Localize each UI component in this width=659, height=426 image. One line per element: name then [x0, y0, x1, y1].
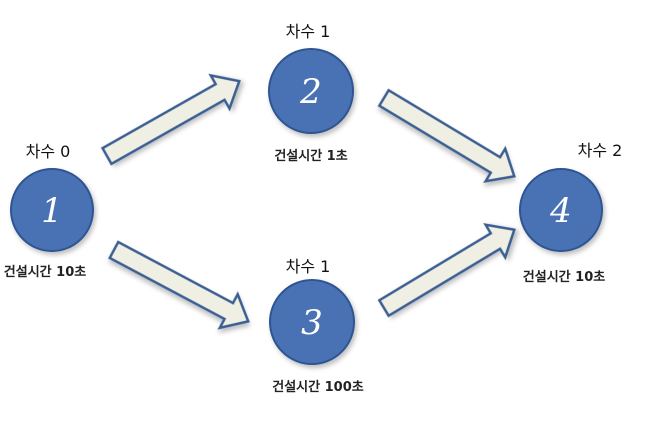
node-2-time-label: 건설시간 1초	[274, 148, 347, 164]
node-4-circle	[519, 168, 603, 252]
arrow-3-to-4	[377, 223, 516, 318]
node-2-circle	[268, 48, 354, 134]
node-3-time-label: 건설시간 100초	[272, 379, 364, 395]
node-4-degree-label: 차수 2	[578, 141, 623, 160]
node-1-number: 1	[41, 191, 63, 231]
arrow-1-to-3	[108, 240, 250, 330]
node-4-number: 4	[549, 191, 572, 231]
node-2-degree-label: 차수 1	[286, 22, 331, 41]
node-4: 차수 2 4 건설시간 10초	[519, 141, 623, 285]
node-1-time-label: 건설시간 10초	[4, 264, 86, 280]
node-3-number: 3	[301, 303, 323, 343]
node-1-circle	[10, 168, 94, 252]
node-1: 차수 0 1 건설시간 10초	[4, 142, 94, 280]
node-1-degree-label: 차수 0	[26, 142, 71, 161]
node-3-circle	[269, 279, 355, 365]
arrow-2-to-4	[377, 88, 516, 183]
node-2: 차수 1 2 건설시간 1초	[268, 22, 354, 164]
node-4-time-label: 건설시간 10초	[523, 269, 605, 285]
node-3: 차수 1 3 건설시간 100초	[269, 257, 364, 395]
arrow-1-to-2	[100, 73, 241, 166]
node-3-degree-label: 차수 1	[286, 257, 331, 276]
node-2-number: 2	[299, 72, 322, 112]
